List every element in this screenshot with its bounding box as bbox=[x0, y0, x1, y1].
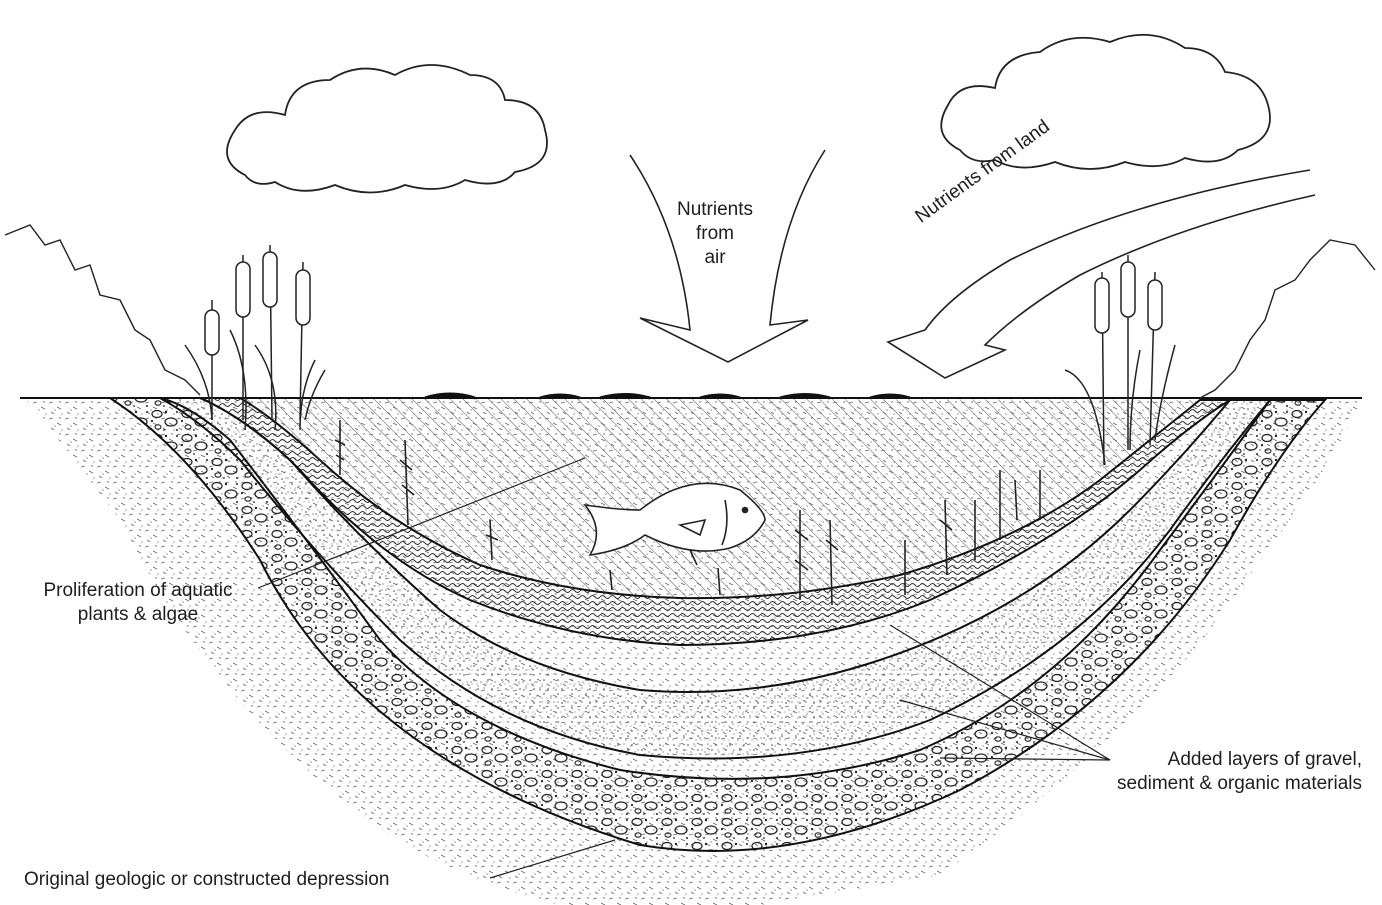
label-nutrients-from-air: Nutrients from air bbox=[655, 198, 775, 270]
label-line: plants & algae bbox=[18, 603, 258, 627]
shrub-right bbox=[1200, 240, 1375, 398]
label-added-layers: Added layers of gravel, sediment & organ… bbox=[1050, 748, 1362, 796]
cloud-icon bbox=[227, 65, 547, 193]
label-line: Added layers of gravel, bbox=[1050, 748, 1362, 772]
shrub-left bbox=[5, 225, 200, 395]
label-line: air bbox=[655, 246, 775, 270]
label-line: sediment & organic materials bbox=[1050, 772, 1362, 796]
label-line: Proliferation of aquatic bbox=[18, 579, 258, 603]
label-aquatic-plants: Proliferation of aquatic plants & algae bbox=[18, 579, 258, 627]
label-original-depression: Original geologic or constructed depress… bbox=[24, 868, 504, 892]
cloud-icon bbox=[941, 35, 1270, 169]
label-line: Nutrients bbox=[655, 198, 775, 222]
label-line: from bbox=[655, 222, 775, 246]
